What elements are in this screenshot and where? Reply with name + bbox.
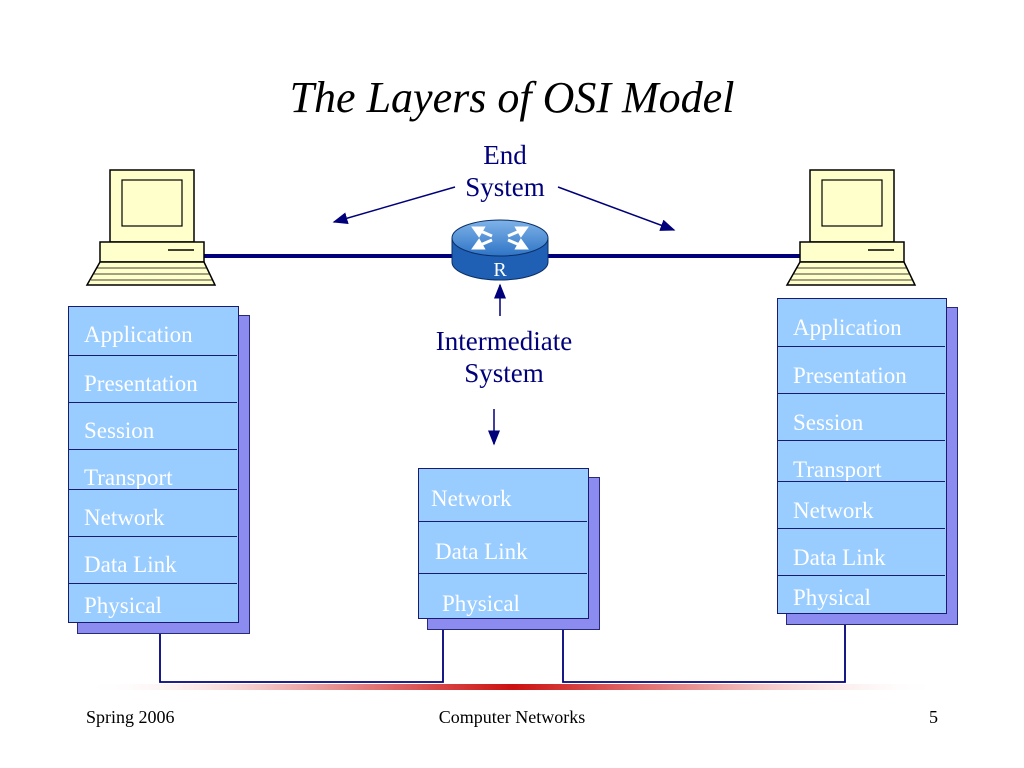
right-layer-data-link: Data Link [778, 528, 945, 575]
end-system-label-line2: System [465, 171, 545, 202]
left-layer-presentation: Presentation [69, 355, 237, 402]
intermediate-system-label-line1: Intermediate [435, 326, 573, 356]
right-computer-icon [785, 169, 917, 286]
footer-divider [85, 684, 940, 690]
right-layer-presentation: Presentation [778, 346, 945, 393]
intermediate-system-label: Intermediate System [404, 326, 604, 390]
left-layer-data-link: Data Link [69, 536, 237, 583]
right-layer-transport: Transport [778, 440, 945, 481]
physical-link-left [159, 618, 444, 683]
middle-layer-data-link: Data Link [419, 521, 587, 573]
end-system-label-line1: End [483, 140, 527, 170]
right-layer-session: Session [778, 393, 945, 440]
router-icon [451, 219, 549, 281]
left-layer-session: Session [69, 402, 237, 449]
right-layer-network: Network [778, 481, 945, 528]
middle-osi-stack: Network Data Link Physical [418, 468, 600, 630]
middle-layer-network: Network [431, 486, 512, 511]
slide-title: The Layers of OSI Model [289, 73, 735, 122]
right-osi-stack: Application Presentation Session Transpo… [777, 298, 958, 625]
left-layer-transport: Transport [69, 449, 237, 489]
left-computer-icon [85, 169, 217, 286]
right-layer-physical: Physical [778, 575, 945, 614]
left-layer-network: Network [69, 489, 237, 536]
end-system-label: End System [440, 140, 570, 204]
end-system-arrow-right [557, 186, 676, 231]
router-label: R [493, 259, 507, 281]
left-layer-physical: Physical [69, 583, 237, 623]
left-osi-stack: Application Presentation Session Transpo… [68, 306, 250, 634]
left-layer-application: Application [84, 322, 193, 347]
intermediate-system-label-line2: System [464, 357, 544, 388]
right-layer-application: Application [793, 315, 902, 340]
footer-center: Computer Networks [438, 707, 586, 727]
middle-layer-physical: Physical [419, 573, 587, 619]
footer-page-number: 5 [929, 707, 938, 727]
footer-left: Spring 2006 [86, 707, 175, 727]
physical-link-right [562, 613, 846, 683]
end-system-arrow-left [332, 186, 456, 225]
